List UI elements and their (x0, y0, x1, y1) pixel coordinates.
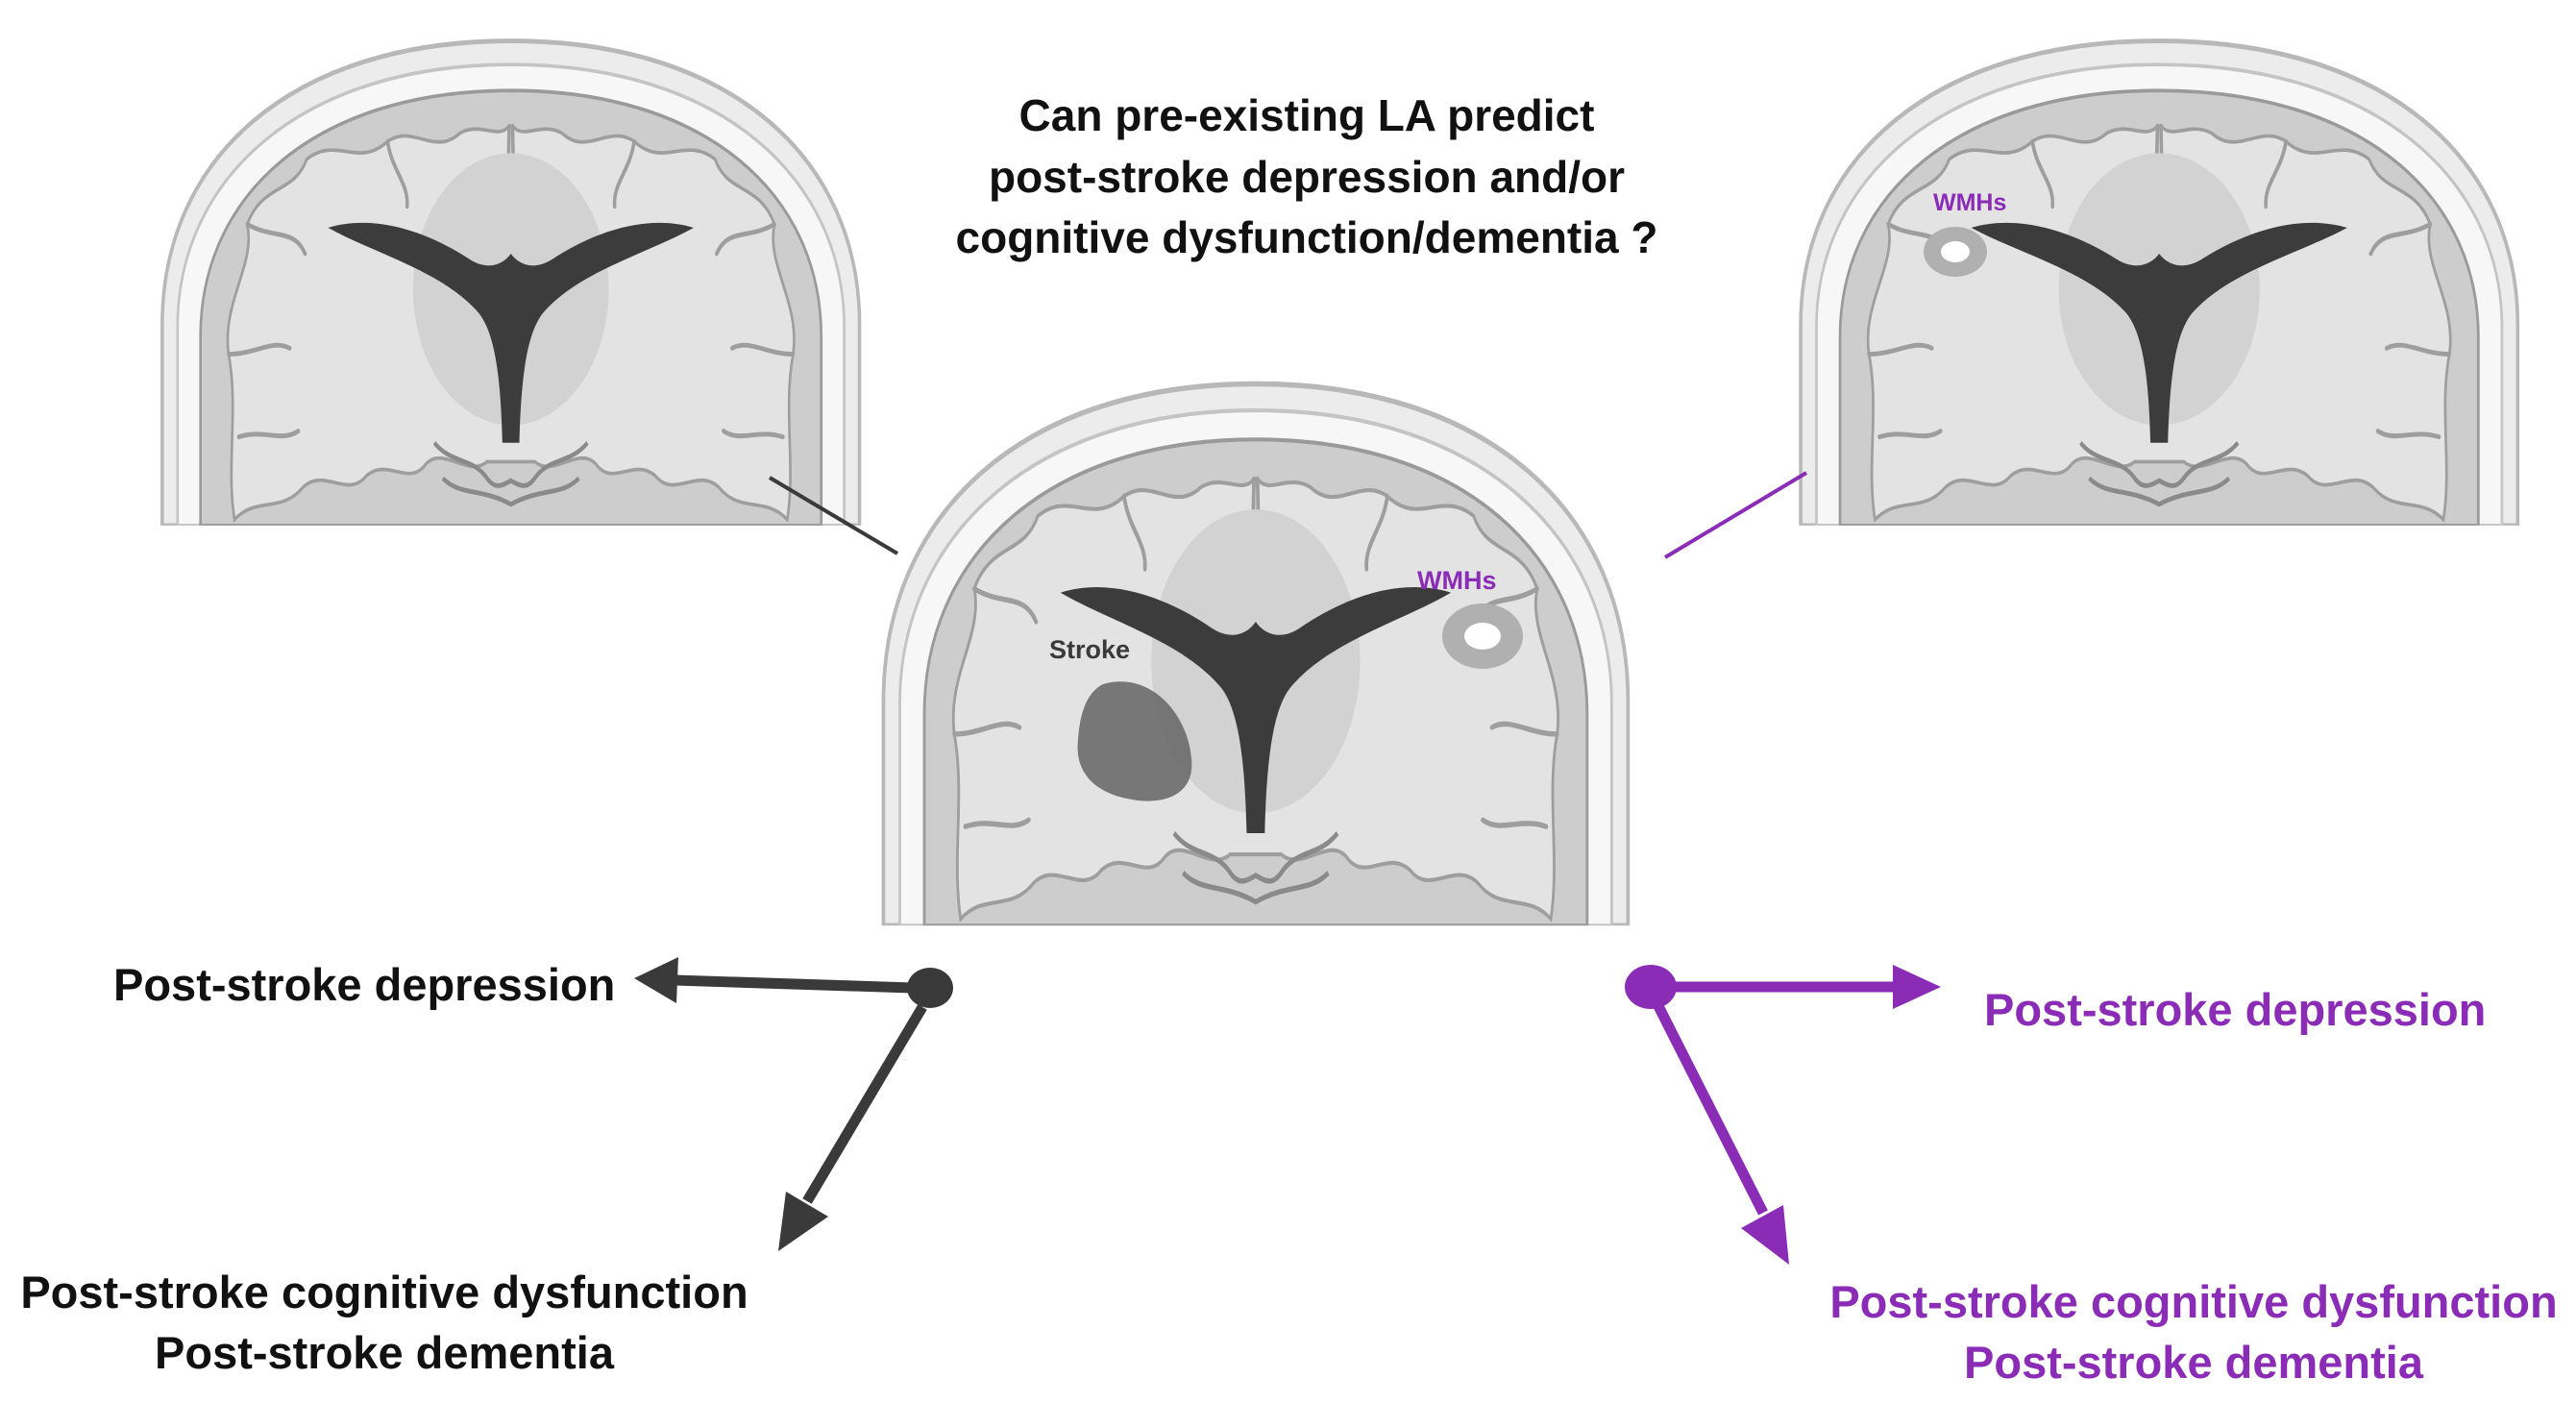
stroke-label: Stroke (1049, 635, 1131, 664)
question-line-3: cognitive dysfunction/dementia ? (955, 212, 1658, 262)
brain-top-left (154, 41, 868, 550)
left-outcome-cognitive-line-2: Post-stroke dementia (155, 1326, 614, 1378)
wmhs-label-top-right: WMHs (1933, 189, 2007, 216)
right-outcome-cognitive-line-1: Post-stroke cognitive dysfunction (1829, 1276, 2558, 1327)
left-outcome-depression: Post-stroke depression (113, 959, 616, 1010)
right-origin-dot (1625, 965, 1677, 1009)
wmhs-label-center: WMHs (1417, 566, 1497, 595)
connector-right (1663, 471, 1808, 559)
question-line-1: Can pre-existing LA predict (1018, 90, 1595, 140)
left-arrows (634, 957, 953, 1251)
right-outcome-cognitive: Post-stroke cognitive dysfunction Post-s… (1819, 1274, 2568, 1391)
left-origin-dot (907, 968, 953, 1008)
question-text: Can pre-existing LA predict post-stroke … (846, 88, 1768, 266)
right-outcome-cognitive-line-2: Post-stroke dementia (1964, 1336, 2423, 1388)
right-arrows (1625, 965, 1941, 1265)
right-outcome-depression: Post-stroke depression (1984, 984, 2487, 1035)
left-outcome-cognitive-line-1: Post-stroke cognitive dysfunction (20, 1267, 748, 1317)
brain-center (874, 384, 1637, 952)
left-outcome-cognitive: Post-stroke cognitive dysfunction Post-s… (10, 1265, 759, 1382)
stroke-lesion (1077, 681, 1192, 801)
arrow-head-left-depression (634, 957, 678, 1003)
connector-left (768, 476, 899, 555)
wmh-lesion-top-right (1924, 227, 1987, 277)
arrow-head-right-cognitive (1741, 1205, 1789, 1265)
wmh-lesion-center (1442, 603, 1523, 669)
arrow-head-right-depression (1893, 965, 1941, 1009)
question-line-2: post-stroke depression and/or (988, 151, 1625, 202)
brain-top-right (1792, 41, 2526, 550)
arrow-head-left-cognitive (778, 1192, 828, 1251)
